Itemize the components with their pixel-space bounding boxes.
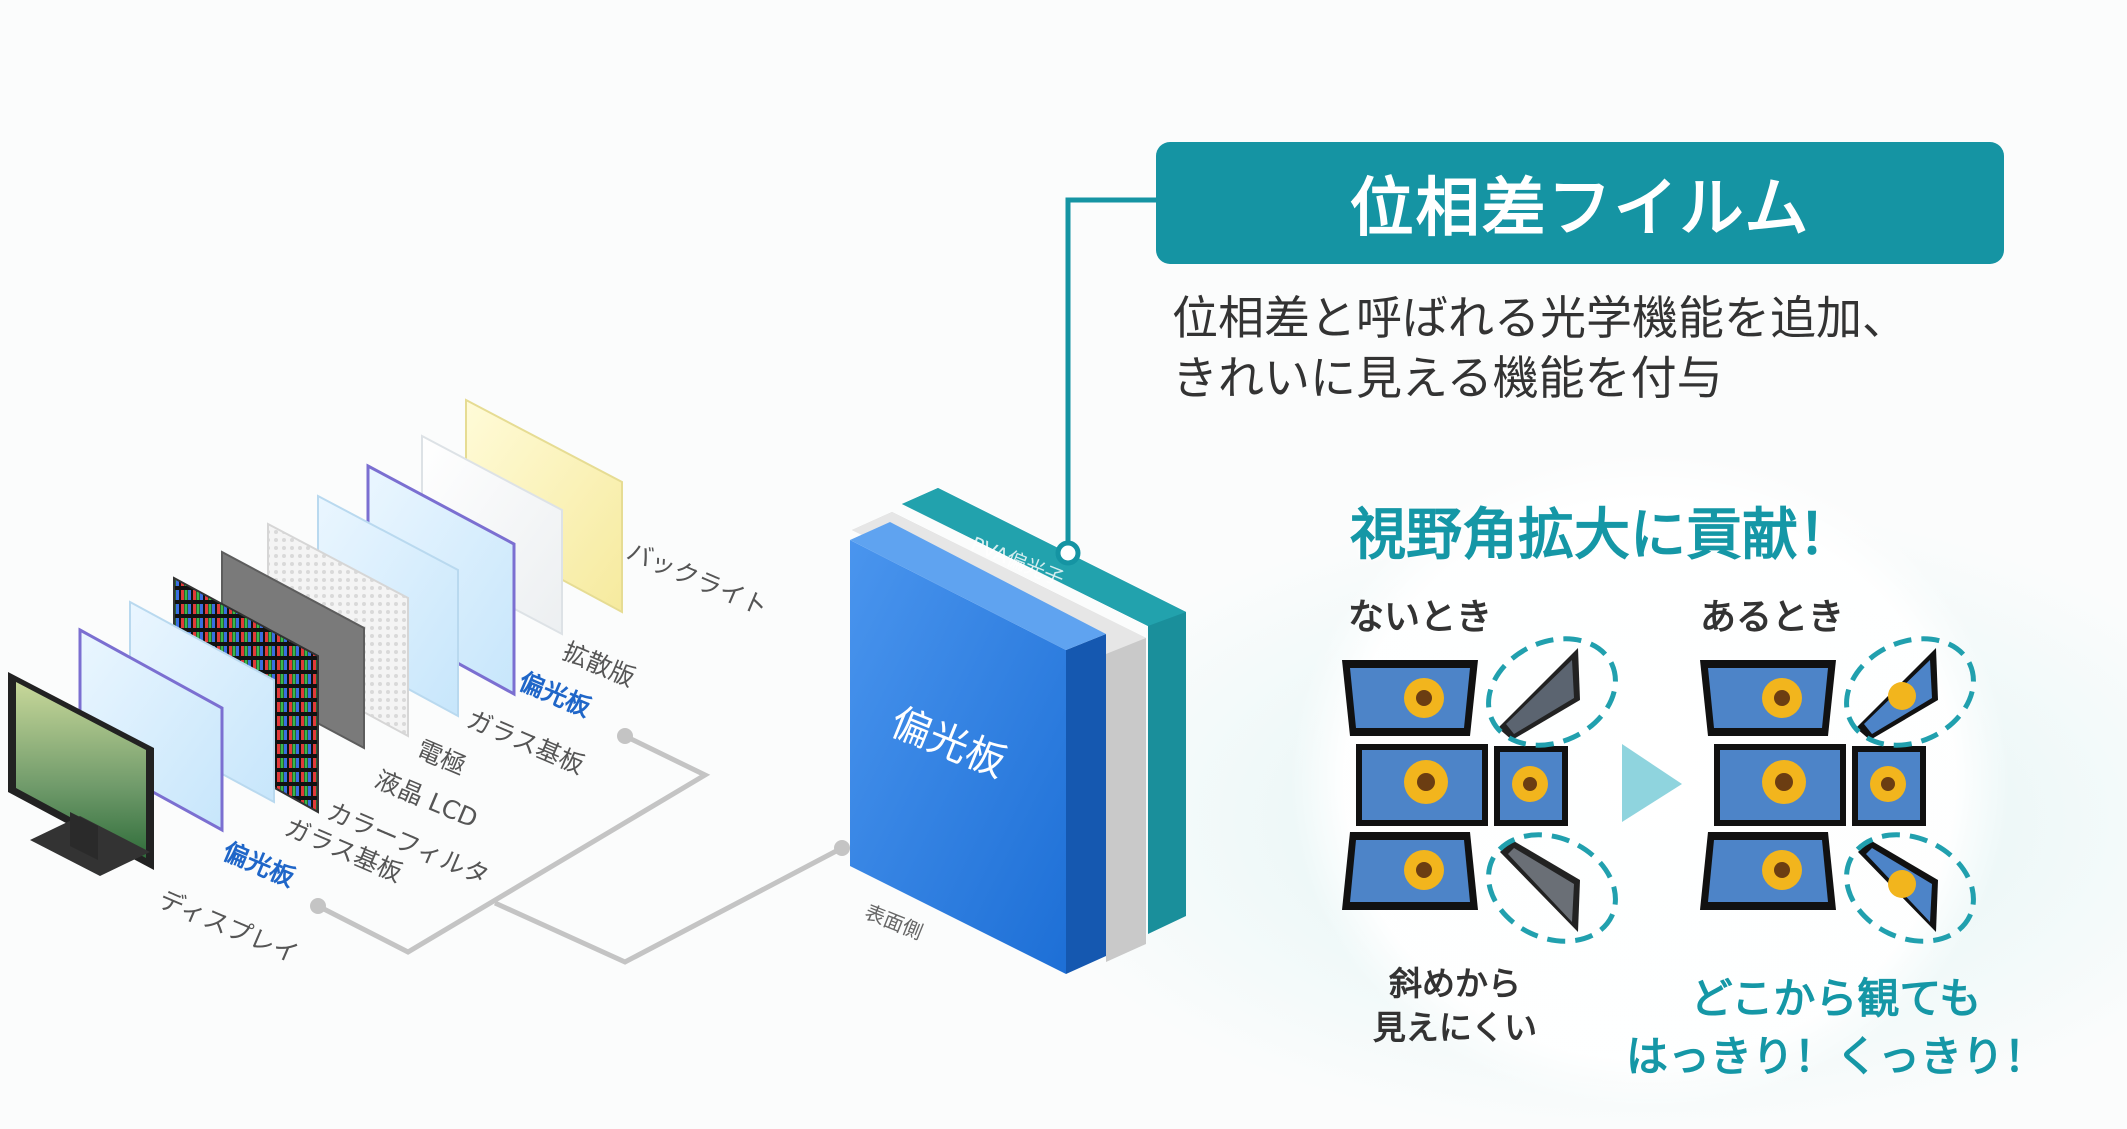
page-title: 位相差フイルム: [1349, 172, 1811, 246]
screen-tile: [1714, 744, 1846, 826]
caption-line: はっきり！くっきり！: [1625, 1032, 2046, 1081]
display-monitor: [8, 672, 154, 876]
caption-line: どこから観ても: [1690, 974, 1982, 1023]
highlight-ring: [1486, 832, 1618, 944]
with-label: あるとき: [1700, 597, 1845, 638]
description-line: 位相差と呼ばれる光学機能を追加、: [1172, 291, 1908, 345]
highlight-ring: [1486, 636, 1618, 748]
without-screens: [1342, 636, 1618, 944]
caption-line: 斜めから: [1389, 964, 1521, 1003]
dim-screen-tile: [1498, 648, 1580, 740]
caption-line: 見えにくい: [1372, 1008, 1538, 1047]
description: 位相差と呼ばれる光学機能を追加、 きれいに見える機能を付与: [1172, 288, 1908, 408]
screen-tile: [1852, 746, 1926, 826]
screen-tile: [1342, 832, 1478, 910]
polarizer-panel: [850, 488, 1186, 974]
screen-tile: [1356, 744, 1488, 826]
with-caption: どこから観ても はっきり！くっきり！: [1596, 970, 2076, 1086]
highlight-ring: [1844, 636, 1976, 748]
without-label: ないとき: [1348, 597, 1493, 638]
headline: 視野角拡大に貢献！: [1350, 503, 1854, 568]
without-caption: 斜めから 見えにくい: [1340, 962, 1570, 1050]
leader-dots: [310, 728, 850, 914]
title-banner: 位相差フイルム: [1156, 142, 2004, 264]
screen-tile: [1342, 660, 1478, 736]
leader-lines: [316, 733, 844, 965]
screen-tile: [1700, 660, 1836, 736]
clear-screen-tile: [1858, 840, 1938, 932]
highlight-ring: [1844, 832, 1976, 944]
screen-tile: [1700, 832, 1836, 910]
panel-front-face: [850, 540, 1066, 974]
with-screens: [1700, 636, 1976, 944]
title-leader-dot: [1055, 540, 1081, 566]
layer-stack: [78, 398, 623, 833]
screen-tile: [1494, 746, 1568, 826]
dim-screen-tile: [1500, 840, 1580, 932]
description-line: きれいに見える機能を付与: [1172, 351, 1723, 405]
title-leader: [1065, 197, 1160, 553]
arrow-right-icon: [1622, 744, 1682, 822]
clear-screen-tile: [1856, 648, 1938, 740]
